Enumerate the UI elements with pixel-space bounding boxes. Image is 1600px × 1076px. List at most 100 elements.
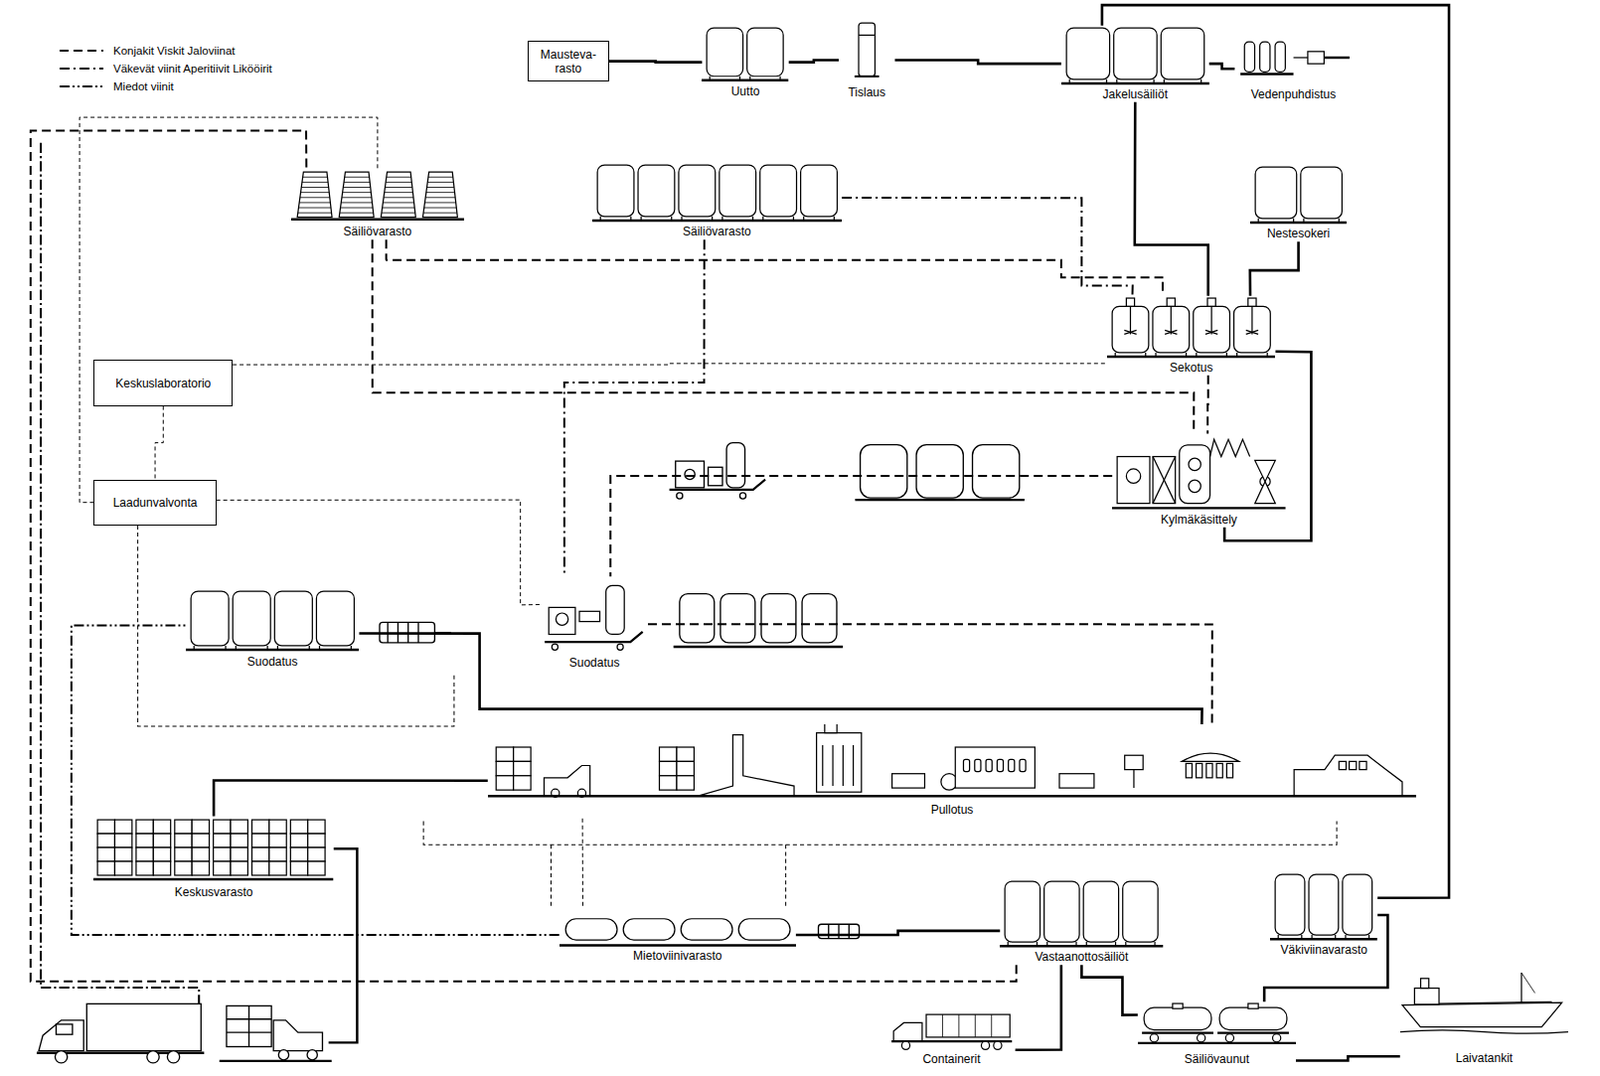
pallet-box <box>213 820 231 835</box>
filter-cart <box>544 632 643 642</box>
rail-tank-car <box>1172 1003 1183 1009</box>
labeler <box>1181 753 1240 762</box>
equipment-label: Pullotus <box>929 802 976 817</box>
equipment-group: Pullotus <box>487 724 1417 818</box>
chill-tank <box>1188 459 1201 472</box>
flow-line <box>894 60 1061 65</box>
caption-holder: Vastaanottosäiliöt <box>999 948 1163 965</box>
legend-swatch <box>57 45 106 56</box>
cooling-unit <box>1117 457 1150 504</box>
pallet-box <box>658 761 676 776</box>
pallet-stack <box>248 1005 250 1047</box>
equipment-label: Nestesokeri <box>1265 226 1332 241</box>
equipment-label: Säiliövaunut <box>1182 1052 1252 1067</box>
storage-tank <box>380 172 416 219</box>
container <box>974 1014 976 1038</box>
tank-symbol <box>1044 881 1080 943</box>
ship-rigging <box>1521 973 1536 994</box>
hatch-line <box>381 212 416 214</box>
equipment-group: Keskusvarasto <box>93 815 333 900</box>
equipment-icon-group <box>487 724 1417 798</box>
fan <box>1255 461 1277 482</box>
equipment-icon <box>559 906 797 950</box>
pallet-box <box>174 820 192 835</box>
flow-line <box>1134 102 1209 297</box>
hatch-line <box>385 181 412 183</box>
equipment-group: Kylmäkäsittely <box>1112 433 1286 527</box>
control-line <box>550 844 552 907</box>
tank-symbol <box>1066 27 1110 80</box>
flow-line <box>564 239 705 577</box>
pallet-box <box>154 833 171 848</box>
distillation-column <box>858 22 875 77</box>
equipment-icon <box>540 576 648 654</box>
mixer-blade <box>1164 329 1177 334</box>
legend-row: Konjakit Viskit Jaloviinat <box>57 41 275 60</box>
mixer-shaft <box>1170 306 1172 334</box>
ship-mast <box>1520 973 1522 1004</box>
filler-valve <box>974 759 981 772</box>
pallet-box <box>252 847 270 862</box>
cooling-unit <box>1126 469 1141 483</box>
floor-line <box>219 1060 332 1063</box>
tank-symbol <box>1275 874 1305 936</box>
water-line <box>1400 1030 1569 1034</box>
equipment-icon-group <box>185 592 360 651</box>
tank-symbol <box>597 164 635 217</box>
storage-tank <box>297 172 332 219</box>
pallet-box <box>230 833 248 848</box>
horizontal-tank <box>565 919 618 941</box>
tank-symbol <box>1152 306 1190 353</box>
wheel <box>617 643 624 650</box>
platform <box>854 498 1024 501</box>
pallet-box <box>269 820 287 835</box>
flow-line <box>216 499 542 606</box>
hatch-line <box>384 186 412 188</box>
pallet-stack <box>226 1031 272 1033</box>
hatch-line <box>425 192 455 194</box>
legend-row: Miedot viinit <box>57 77 275 96</box>
caption-holder: Sekotus <box>1107 358 1276 376</box>
filler <box>955 747 1035 789</box>
hatch-line <box>383 197 414 199</box>
hatch-line <box>343 176 369 178</box>
column-detail <box>858 33 875 35</box>
pallet-box <box>213 861 231 876</box>
platform <box>673 645 843 648</box>
flow-line <box>71 625 560 936</box>
hatch-line <box>341 192 371 194</box>
legend-line-sample <box>59 85 104 88</box>
equipment-icon <box>185 589 360 653</box>
platform <box>291 218 466 221</box>
equipment-icon <box>887 1010 1015 1053</box>
tank-symbol <box>638 164 675 217</box>
platform <box>185 648 360 651</box>
mixer-blade <box>1123 329 1136 334</box>
equipment-label: Containerit <box>920 1052 982 1067</box>
equipment-icon <box>1112 433 1286 511</box>
platform <box>1250 221 1348 224</box>
flow-line <box>1015 964 1062 1050</box>
platform <box>854 74 880 77</box>
wheel <box>739 492 746 499</box>
equipment-icon-group <box>701 27 789 81</box>
pallet-box <box>658 747 676 762</box>
tank-symbol <box>1004 881 1040 943</box>
mixer-shaft <box>1129 306 1131 334</box>
filter-machine <box>675 461 705 488</box>
hatch-line <box>383 192 413 194</box>
filter-press <box>827 924 829 939</box>
tank <box>679 594 715 643</box>
equipment-label: Väkiviinavarasto <box>1279 943 1370 958</box>
flow-line <box>372 239 1195 434</box>
equipment-icon-group <box>854 22 880 77</box>
labeler <box>1216 763 1223 778</box>
hatch-line <box>423 212 458 214</box>
pallet-box <box>676 747 694 762</box>
process-box: Keskuslaboratorio <box>93 359 233 406</box>
filter-press <box>848 924 850 939</box>
pallet-box <box>115 820 133 835</box>
rail-tank-car <box>1219 1007 1287 1030</box>
hatch-line <box>301 186 328 188</box>
equipment-label: Uutto <box>729 84 763 99</box>
